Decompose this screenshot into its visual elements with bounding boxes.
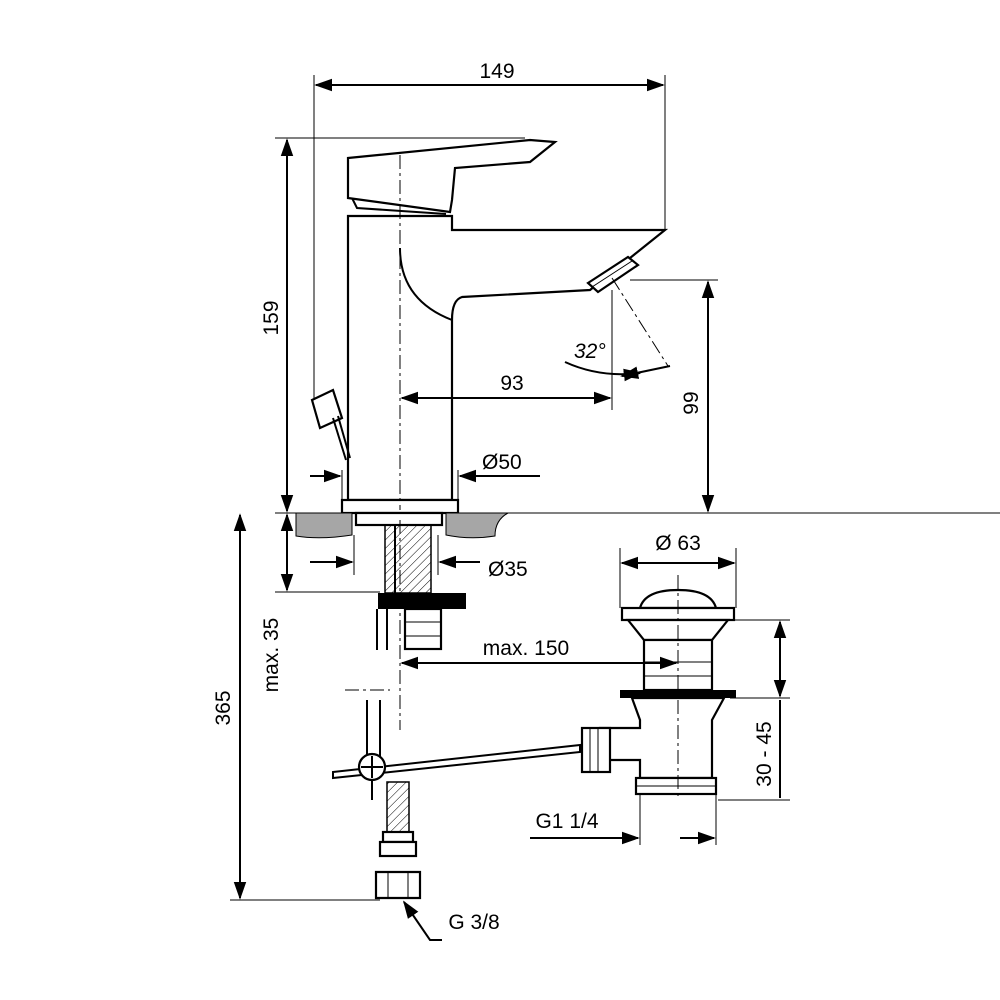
label-waste-diameter: Ø 63: [655, 532, 701, 555]
label-159: 159: [260, 300, 283, 335]
label-base-diameter: Ø50: [482, 451, 522, 474]
waste-fitting: [580, 588, 736, 796]
label-max-thickness: max. 35: [260, 618, 283, 693]
popup-plug: [638, 588, 718, 610]
leader-g38: [402, 900, 442, 941]
label-93: 93: [500, 372, 523, 395]
label-shank-diameter: Ø35: [488, 558, 528, 581]
dimension-lines: [233, 78, 787, 941]
extension-lines: [230, 75, 1000, 901]
mounting-nut: [378, 593, 466, 609]
countertop: [295, 512, 509, 539]
supply-hose: [366, 609, 422, 900]
lever-handle: [346, 138, 558, 214]
waste-outlet: [580, 726, 612, 774]
label-waste-thread: G1 1/4: [535, 810, 598, 833]
shank: [378, 524, 466, 651]
label-supply-thread: G 3/8: [448, 911, 499, 934]
dim-arc-32: [564, 361, 642, 382]
label-149: 149: [479, 60, 514, 83]
center-lines: [345, 155, 679, 800]
dimension-labels: 149 159 93 99 32° Ø50 Ø35 max. 35 365 ma…: [212, 60, 776, 934]
popup-rod-knob: [310, 388, 344, 430]
label-max-distance: max. 150: [483, 637, 569, 660]
hose-nut: [374, 870, 422, 900]
label-waste-range: 30 - 45: [753, 721, 776, 786]
linkage: [332, 743, 581, 800]
label-99: 99: [680, 391, 703, 414]
label-365: 365: [212, 690, 235, 725]
label-angle: 32°: [574, 340, 606, 363]
